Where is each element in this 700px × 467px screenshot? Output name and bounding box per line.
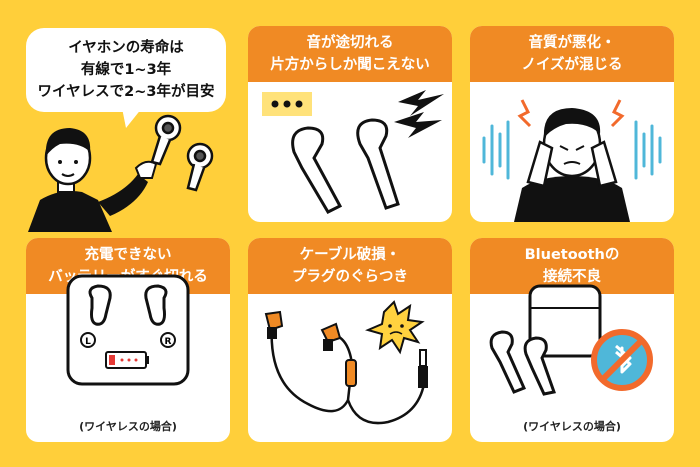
intro-line-2: 有線で1~3年 <box>80 62 172 78</box>
card-title: 音が途切れる 片方からしか聞こえない <box>248 26 452 82</box>
card-note: (ワイヤレスの場合) <box>523 420 621 433</box>
earbuds-bluetooth-illustration <box>489 284 653 396</box>
bubble-tail <box>122 108 142 128</box>
card-title: ケーブル破損・ プラグのぐらつき <box>248 238 452 294</box>
card-charging-battery: 充電できない バッテリーがすぐ切れる L R (ワイヤレスの場合) <box>26 238 230 442</box>
charging-case-illustration: L R <box>66 274 190 386</box>
card-sound-cutting-out: 音が途切れる 片方からしか聞こえない <box>248 26 452 222</box>
card-sound-quality-noise: 音質が悪化・ ノイズが混じる <box>470 26 674 222</box>
no-bluetooth-icon <box>591 329 653 391</box>
intro-line-1: イヤホンの寿命は <box>68 40 184 56</box>
person-covering-ears-illustration <box>482 99 662 222</box>
intro-speech-bubble: イヤホンの寿命は 有線で1~3年 ワイヤレスで2~3年が目安 <box>26 28 226 112</box>
battery-low-icon <box>105 351 149 369</box>
speech-dots-icon <box>262 92 312 116</box>
sound-wave-icon <box>482 120 662 180</box>
spark-icon <box>365 300 425 355</box>
card-title: 音質が悪化・ ノイズが混じる <box>470 26 674 82</box>
card-note: (ワイヤレスの場合) <box>79 420 177 433</box>
intro-line-3: ワイヤレスで2~3年が目安 <box>37 84 215 100</box>
wired-earphones-illustration <box>264 300 428 425</box>
person-with-earbuds-illustration <box>28 114 214 232</box>
case-left-label: L <box>85 337 91 347</box>
earbud-icon <box>150 114 182 166</box>
lightning-icon <box>394 90 444 138</box>
earbuds-cutting-out-illustration <box>262 90 444 214</box>
card-bluetooth-failure: Bluetoothの 接続不良 (ワイヤレスの場合) <box>470 238 674 442</box>
card-cable-damage: ケーブル破損・ プラグのぐらつき <box>248 238 452 442</box>
case-right-label: R <box>165 337 172 347</box>
